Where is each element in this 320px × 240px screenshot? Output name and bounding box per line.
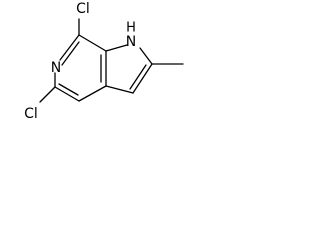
atom-label-h-pyrrole: H	[126, 21, 136, 36]
structure-drawing: Cl N Cl H N	[24, 1, 184, 122]
atom-label-n-pyridine: N	[51, 60, 61, 76]
bond-c3a-c4	[78, 85, 107, 102]
molecule-structure: Cl N Cl H N	[0, 0, 222, 138]
bond-c4-c5-inner	[58, 83, 79, 96]
bond-c7-c7a	[78, 34, 107, 52]
bond-c3-c3a	[105, 85, 134, 94]
bond-c4-c5	[54, 86, 80, 102]
bond-c7a-n1	[105, 44, 128, 52]
bond-n6-c7	[59, 34, 80, 61]
bond-c2-c3	[132, 63, 153, 94]
bond-n1-c2	[139, 47, 153, 65]
atom-label-n-pyrrole: N	[126, 34, 136, 50]
bond-c5-cl	[39, 86, 56, 103]
atom-label-cl-bottom: Cl	[24, 106, 38, 122]
bond-n6-c7-inner	[61, 41, 80, 66]
atom-label-cl-top: Cl	[76, 1, 90, 17]
bond-c2-c3-inner	[129, 64, 147, 90]
